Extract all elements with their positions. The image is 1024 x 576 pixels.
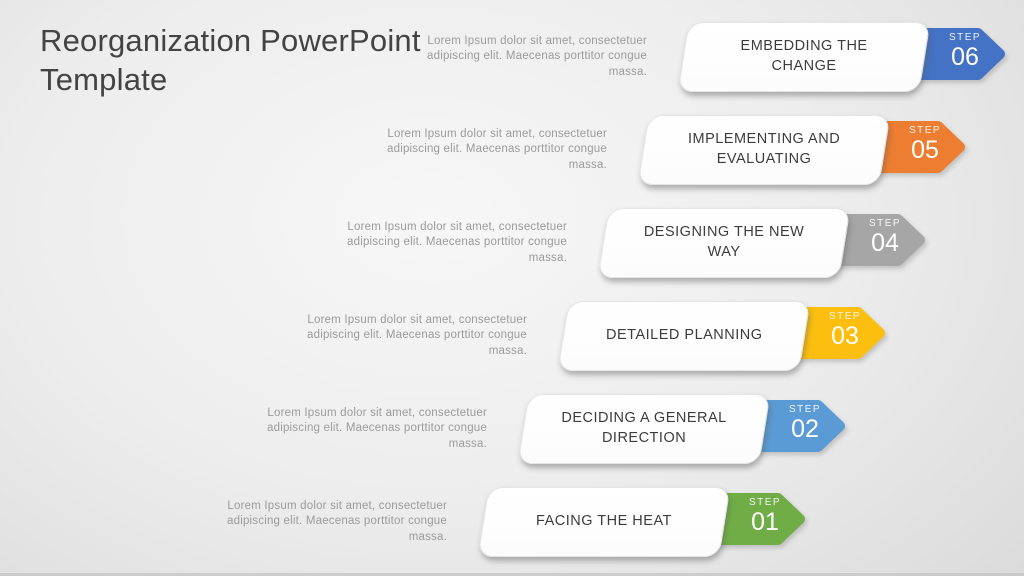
step-row-01: Lorem Ipsum dolor sit amet, consectetuer… [0,487,1024,557]
step-04-title-box: DESIGNING THE NEW WAY [597,208,851,278]
step-title-text: EMBEDDING THE CHANGE [740,38,868,74]
step-01-description: Lorem Ipsum dolor sit amet, consectetuer… [195,487,447,557]
step-02-description: Lorem Ipsum dolor sit amet, consectetuer… [235,394,487,464]
step-description-text: Lorem Ipsum dolor sit amet, consectetuer… [387,127,607,171]
step-title-text: IMPLEMENTING AND EVALUATING [687,131,841,167]
step-description-text: Lorem Ipsum dolor sit amet, consectetuer… [307,313,527,357]
step-description-text: Lorem Ipsum dolor sit amet, consectetuer… [427,34,647,78]
step-03-title-box: DETAILED PLANNING [557,301,811,371]
step-03-description: Lorem Ipsum dolor sit amet, consectetuer… [275,301,527,371]
step-description-text: Lorem Ipsum dolor sit amet, consectetuer… [227,499,447,543]
step-row-05: Lorem Ipsum dolor sit amet, consectetuer… [0,115,1024,185]
step-row-02: Lorem Ipsum dolor sit amet, consectetuer… [0,394,1024,464]
step-title-text: FACING THE HEAT [536,513,672,530]
step-05-title-box: IMPLEMENTING AND EVALUATING [637,115,891,185]
step-title-text: DETAILED PLANNING [605,327,763,344]
step-05-description: Lorem Ipsum dolor sit amet, consectetuer… [355,115,607,185]
step-title-text: DECIDING A GENERAL DIRECTION [561,410,727,446]
step-04-description: Lorem Ipsum dolor sit amet, consectetuer… [315,208,567,278]
step-description-text: Lorem Ipsum dolor sit amet, consectetuer… [347,220,567,264]
step-02-title-box: DECIDING A GENERAL DIRECTION [517,394,771,464]
step-title-text: DESIGNING THE NEW WAY [643,224,805,260]
step-01-title-box: FACING THE HEAT [477,487,731,557]
step-row-03: Lorem Ipsum dolor sit amet, consectetuer… [0,301,1024,371]
step-description-text: Lorem Ipsum dolor sit amet, consectetuer… [267,406,487,450]
step-06-description: Lorem Ipsum dolor sit amet, consectetuer… [395,22,647,92]
step-row-06: Lorem Ipsum dolor sit amet, consectetuer… [0,22,1024,92]
slide-title: Reorganization PowerPoint Template [40,23,421,97]
step-row-04: Lorem Ipsum dolor sit amet, consectetuer… [0,208,1024,278]
step-06-title-box: EMBEDDING THE CHANGE [677,22,931,92]
